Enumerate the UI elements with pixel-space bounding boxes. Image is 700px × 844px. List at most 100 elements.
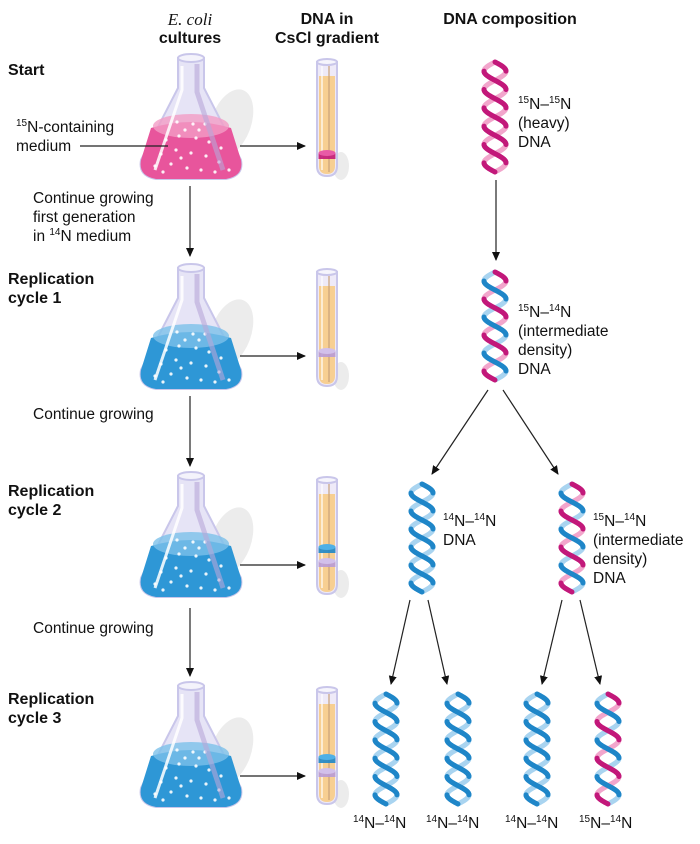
sup: 15: [579, 814, 591, 825]
sup: 14: [609, 814, 622, 825]
cell-dot: [177, 134, 181, 138]
dna-label-cycle3-2: 14N–14N: [426, 814, 480, 833]
cell-dot: [194, 554, 198, 558]
tube-gradient: [319, 286, 335, 384]
cell-dot: [174, 566, 178, 570]
flask-medium-surface: [153, 324, 229, 348]
dna-band-top: [318, 544, 336, 550]
dna-label-cycle1-line1: 15N–14N: [518, 303, 572, 322]
cell-dot: [219, 774, 223, 778]
arrow-dna-branch: [431, 389, 489, 475]
flask-medium-surface: [153, 114, 229, 138]
flask-rim: [177, 471, 205, 481]
helix-strand-segment: [567, 588, 575, 595]
flask-rim: [177, 53, 205, 63]
cell-dot: [227, 586, 231, 590]
cell-dot: [161, 380, 165, 384]
cell-dot: [169, 790, 173, 794]
cell-dot: [227, 796, 231, 800]
cell-dot: [199, 378, 203, 382]
cell-dot: [175, 330, 179, 334]
continue-note-1-rest: N medium: [60, 228, 132, 245]
cell-dot: [194, 764, 198, 768]
cell-dot: [194, 346, 198, 350]
row-label-cycle1-line2: cycle 1: [8, 290, 62, 307]
dna-band-top: [318, 558, 336, 564]
cell-dot: [177, 762, 181, 766]
cell-dot: [204, 572, 208, 576]
dna-helix-intermediate: [558, 481, 586, 595]
continue-note-1-pre: in: [33, 228, 50, 245]
row-label-start-text: Start: [8, 62, 45, 79]
cell-dot: [183, 546, 187, 550]
dna-helix-light: [523, 691, 551, 807]
flask-rim: [177, 263, 205, 273]
cell-dot: [213, 170, 217, 174]
medium-note-rest: N-containing: [27, 119, 115, 136]
flask-icon: [139, 263, 254, 390]
cell-dot: [204, 154, 208, 158]
tube-rim: [316, 686, 338, 694]
arrows-group: [80, 142, 603, 780]
flask-rim: [177, 681, 205, 691]
dna-label-cycle3-1: 14N–14N: [353, 814, 407, 833]
dna-label-start-line2: (heavy): [518, 115, 570, 132]
medium-note-line1: 15N-containing: [16, 118, 114, 137]
flask-reflection: [194, 482, 226, 589]
flask-highlight: [153, 276, 184, 381]
helix-strand-segment: [532, 800, 540, 807]
sup: 15: [548, 95, 561, 106]
flask-icon: [139, 53, 254, 180]
sup: 14: [443, 512, 455, 523]
header-ecoli: E. coli: [167, 10, 213, 29]
tube-icon: [316, 686, 349, 808]
arrow-dna-branch: [388, 599, 411, 685]
dna-label-start-line1: 15N–15N: [518, 95, 572, 114]
cell-dot: [204, 364, 208, 368]
flask-icon: [139, 681, 254, 808]
tube-rim: [316, 58, 338, 66]
header-gradient-line1: DNA in: [300, 11, 354, 28]
tube-gradient: [319, 76, 335, 174]
cell-dot: [169, 580, 173, 584]
cell-dot: [169, 372, 173, 376]
row-label-cycle2-line1: Replication: [8, 483, 95, 500]
tube-gradient: [319, 704, 335, 802]
cell-dot: [207, 558, 211, 562]
continue-note-1: Continue growing first generation in 14N…: [33, 189, 154, 246]
dna-band-top: [318, 768, 336, 774]
row-label-cycle1: Replication cycle 1: [8, 270, 94, 308]
row-label-cycle2-line2: cycle 2: [8, 502, 62, 519]
row-label-cycle3-line2: cycle 3: [8, 710, 62, 727]
tube-icon: [316, 476, 349, 598]
header-gradient-line2: CsCl gradient: [274, 30, 379, 47]
dna-label-cycle2-right-line1: 15N–14N: [593, 512, 647, 531]
cell-dot: [185, 794, 189, 798]
dna-label-cycle2-right: 15N–14N (intermediate density) DNA: [593, 512, 683, 588]
tube-rim: [316, 268, 338, 276]
cell-dot: [207, 350, 211, 354]
cell-dot: [161, 170, 165, 174]
sup: 14: [383, 814, 396, 825]
cell-dot: [191, 540, 195, 544]
cell-dot: [175, 538, 179, 542]
helix-strand-segment: [603, 800, 611, 807]
cell-dot: [161, 588, 165, 592]
cell-dot: [179, 784, 183, 788]
dna-helix-light: [372, 691, 400, 807]
cell-dot: [179, 574, 183, 578]
cell-dot: [213, 380, 217, 384]
dna-band-top: [318, 348, 336, 354]
helix-strand-segment: [490, 168, 498, 175]
dna-label-cycle1-line2: (intermediate: [518, 323, 609, 340]
dna-label-cycle2-right-line4: DNA: [593, 570, 626, 587]
flask-icon: [139, 471, 254, 598]
header-composition: DNA composition: [443, 11, 577, 28]
sup: 15: [518, 303, 530, 314]
cell-dot: [197, 128, 201, 132]
cell-dot: [177, 344, 181, 348]
sup: 14: [426, 814, 438, 825]
row-label-cycle3: Replication cycle 3: [8, 690, 94, 728]
continue-note-3: Continue growing: [33, 620, 154, 637]
row-label-start: Start: [8, 61, 44, 80]
